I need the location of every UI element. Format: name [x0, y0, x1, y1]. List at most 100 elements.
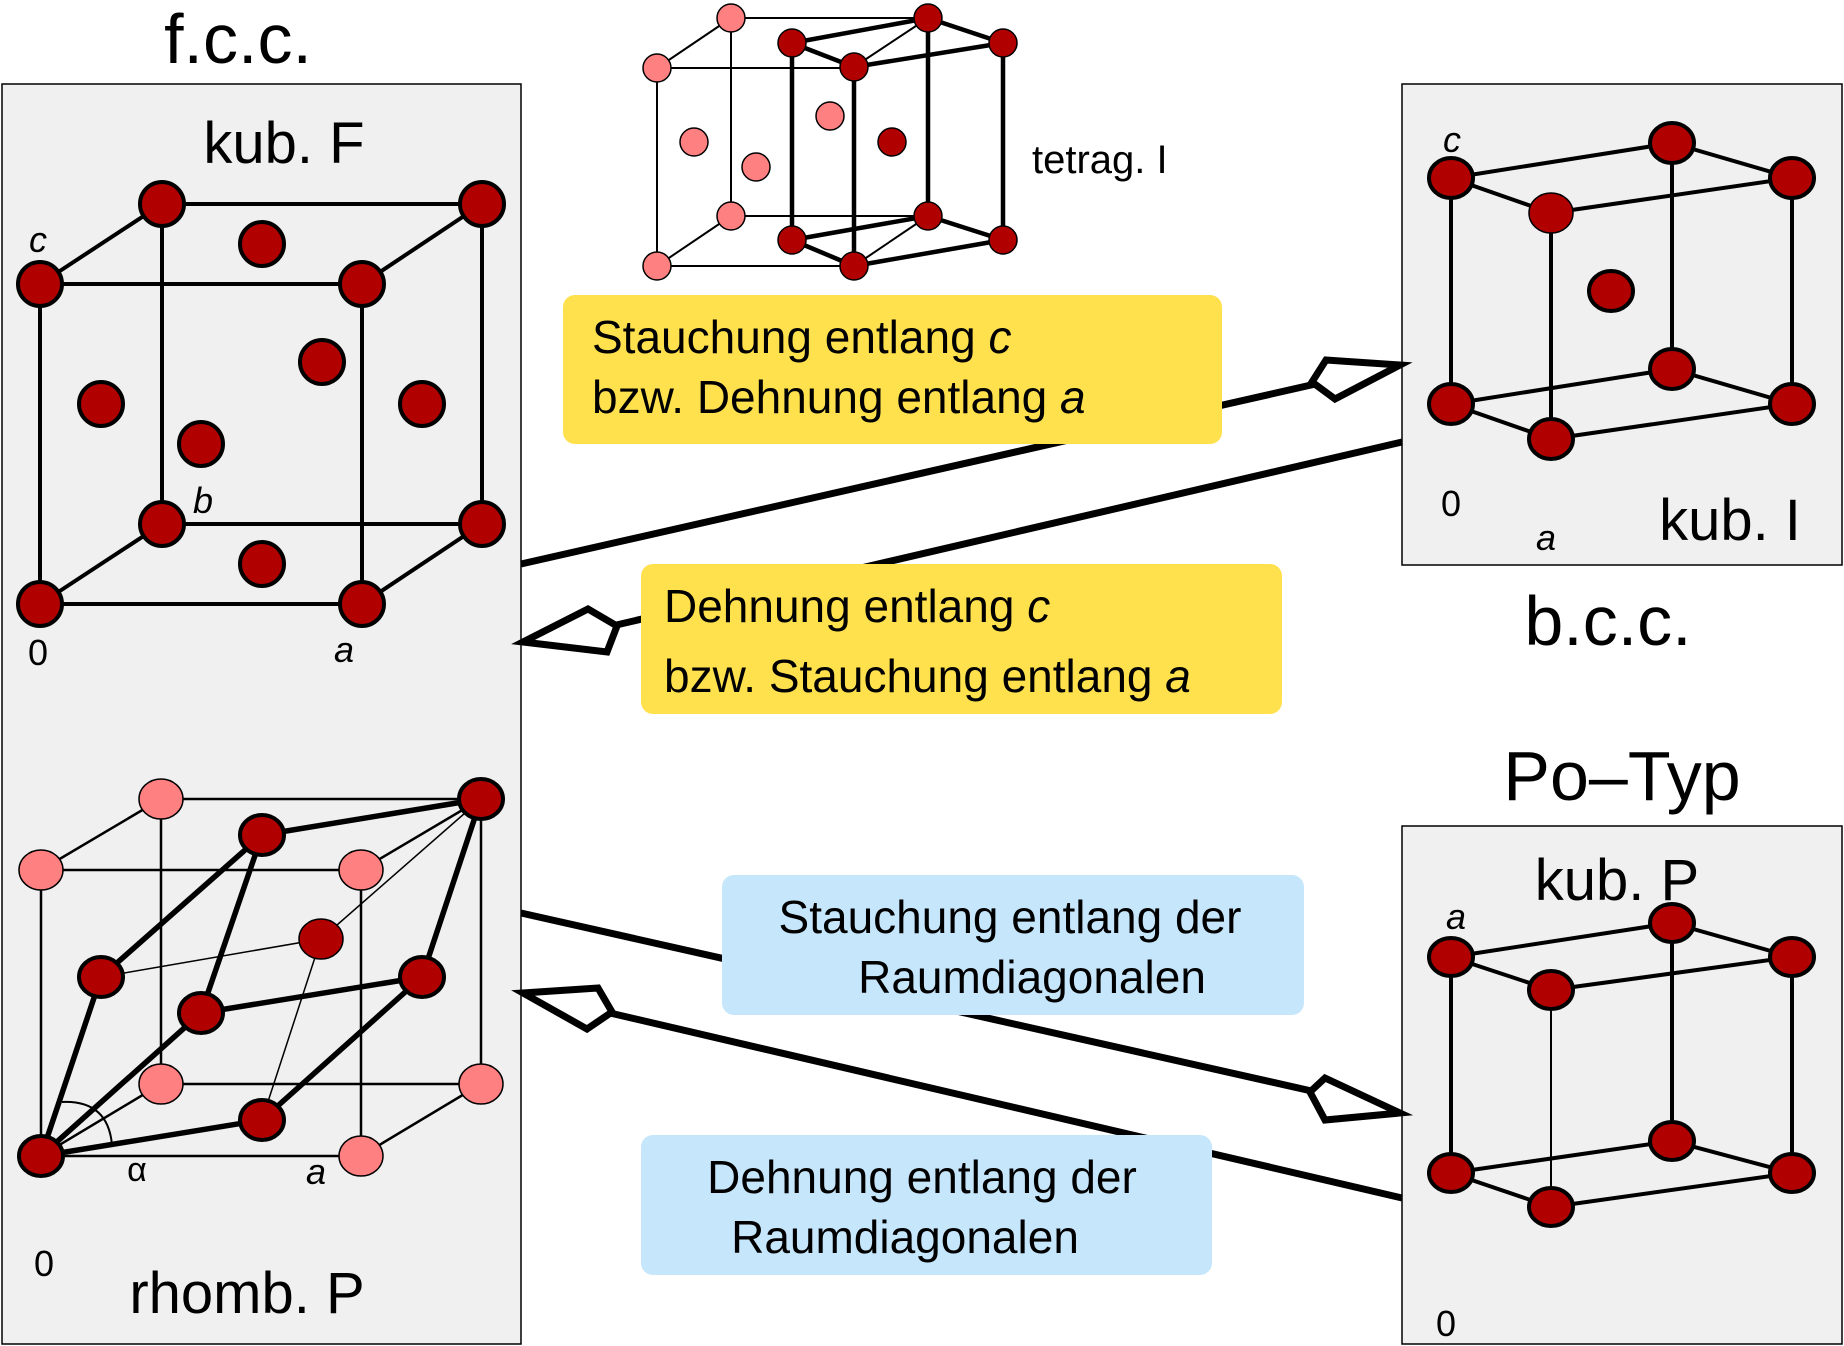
- fcc-cell-name: kub. F: [203, 111, 364, 176]
- atom: [716, 201, 746, 231]
- bcc-axis-c: c: [1443, 119, 1461, 160]
- fcc-origin: 0: [28, 632, 48, 673]
- label-bcc-to-fcc-line1: Dehnung entlang: [664, 580, 1027, 632]
- atom: [338, 1135, 384, 1177]
- atom: [839, 52, 869, 82]
- atom: [77, 380, 125, 428]
- po-panel: [1401, 825, 1843, 1345]
- svg-text:Stauchung entlang c: Stauchung entlang c: [592, 311, 1011, 363]
- atom: [138, 180, 186, 228]
- label-fcc-to-po: Stauchung entlang der Raumdiagonalen: [722, 875, 1304, 1015]
- tetragonal-thin-edges: [656, 17, 929, 267]
- po-title: Po–Typ: [1503, 737, 1740, 815]
- bcc-atoms: [1427, 121, 1816, 461]
- atom: [458, 180, 506, 228]
- atom: [1427, 156, 1475, 200]
- atom: [913, 3, 943, 33]
- svg-text:Dehnung entlang c: Dehnung entlang c: [664, 580, 1050, 632]
- atom: [1587, 269, 1635, 313]
- atom: [238, 540, 286, 588]
- atom: [1648, 347, 1696, 391]
- po-axis-a: a: [1446, 896, 1466, 937]
- atom: [1427, 1152, 1475, 1194]
- rhomb-origin: 0: [34, 1243, 54, 1284]
- bcc-title: b.c.c.: [1524, 582, 1691, 660]
- label-bcc-to-fcc-line2: bzw. Stauchung entlang: [664, 650, 1165, 702]
- label-fcc-to-po-line2: Raumdiagonalen: [858, 951, 1206, 1003]
- atom: [1768, 1152, 1816, 1194]
- atom: [457, 777, 505, 821]
- svg-text:bzw. Stauchung entlang a: bzw. Stauchung entlang a: [664, 650, 1191, 702]
- atom: [988, 225, 1018, 255]
- fcc-axis-c: c: [29, 219, 47, 260]
- arrow-head-po-to-fcc: [511, 984, 617, 1034]
- atom: [1528, 192, 1574, 234]
- atom: [17, 1134, 65, 1178]
- atom: [1648, 902, 1696, 944]
- atom: [398, 955, 446, 999]
- tetragonal-dark-atoms: [777, 3, 1018, 281]
- atom: [1427, 936, 1475, 978]
- arrows: [511, 356, 1414, 1202]
- atom: [642, 251, 672, 281]
- po-origin: 0: [1436, 1303, 1456, 1344]
- arrow-head-fcc-to-po: [1305, 1073, 1414, 1124]
- label-fcc-to-bcc-line1: Stauchung entlang: [592, 311, 988, 363]
- atom: [298, 918, 344, 960]
- rhomb-edges: [38, 796, 484, 1159]
- atom: [138, 1063, 184, 1105]
- bcc-cell-name: kub. I: [1659, 488, 1801, 553]
- rhomb-axis-a: a: [306, 1151, 326, 1192]
- atom: [815, 101, 845, 131]
- atom: [777, 28, 807, 58]
- atom: [16, 580, 64, 628]
- atom: [716, 3, 746, 33]
- fcc-edges: [38, 202, 484, 606]
- label-var-a: a: [1060, 371, 1086, 423]
- label-fcc-to-po-line1: Stauchung entlang der: [779, 891, 1242, 943]
- atom: [77, 955, 125, 999]
- atom: [839, 251, 869, 281]
- atom: [338, 580, 386, 628]
- atom: [458, 500, 506, 548]
- label-fcc-to-bcc-line2: bzw. Dehnung entlang: [592, 371, 1060, 423]
- label-fcc-to-bcc: Stauchung entlang c bzw. Dehnung entlang…: [563, 295, 1222, 444]
- atom: [741, 152, 771, 182]
- atom: [679, 127, 709, 157]
- atom: [298, 338, 346, 386]
- atom: [777, 225, 807, 255]
- atom: [1527, 969, 1575, 1011]
- atom: [238, 1098, 286, 1142]
- atom: [642, 53, 672, 83]
- bcc-panel: [1401, 83, 1843, 566]
- atom: [877, 127, 907, 157]
- fcc-axis-b: b: [193, 480, 213, 521]
- label-bcc-to-fcc: Dehnung entlang c bzw. Stauchung entlang…: [641, 564, 1282, 714]
- label-var-a: a: [1165, 650, 1191, 702]
- atom: [1768, 936, 1816, 978]
- atom: [1768, 156, 1816, 200]
- atom: [1648, 121, 1696, 165]
- arrow-head-fcc-to-bcc: [1307, 356, 1413, 404]
- atom: [1768, 382, 1816, 426]
- atom: [16, 260, 64, 308]
- atom: [338, 260, 386, 308]
- arrow-po-to-fcc: [609, 1009, 1403, 1202]
- atom: [238, 813, 286, 857]
- rhomb-cell-name: rhomb. P: [129, 1261, 364, 1326]
- fcc-title: f.c.c.: [164, 0, 312, 78]
- atom: [458, 1063, 504, 1105]
- atom: [398, 380, 446, 428]
- atom: [138, 500, 186, 548]
- label-var-c: c: [1027, 580, 1050, 632]
- atom: [177, 991, 225, 1035]
- atom: [1527, 1186, 1575, 1228]
- atom: [1527, 417, 1575, 461]
- svg-text:bzw. Dehnung entlang a: bzw. Dehnung entlang a: [592, 371, 1086, 423]
- atom: [138, 778, 184, 820]
- label-po-to-fcc: Dehnung entlang der Raumdiagonalen: [641, 1135, 1212, 1275]
- rhomb-dark-atoms: [17, 777, 505, 1178]
- atom: [238, 220, 286, 268]
- atom: [988, 28, 1018, 58]
